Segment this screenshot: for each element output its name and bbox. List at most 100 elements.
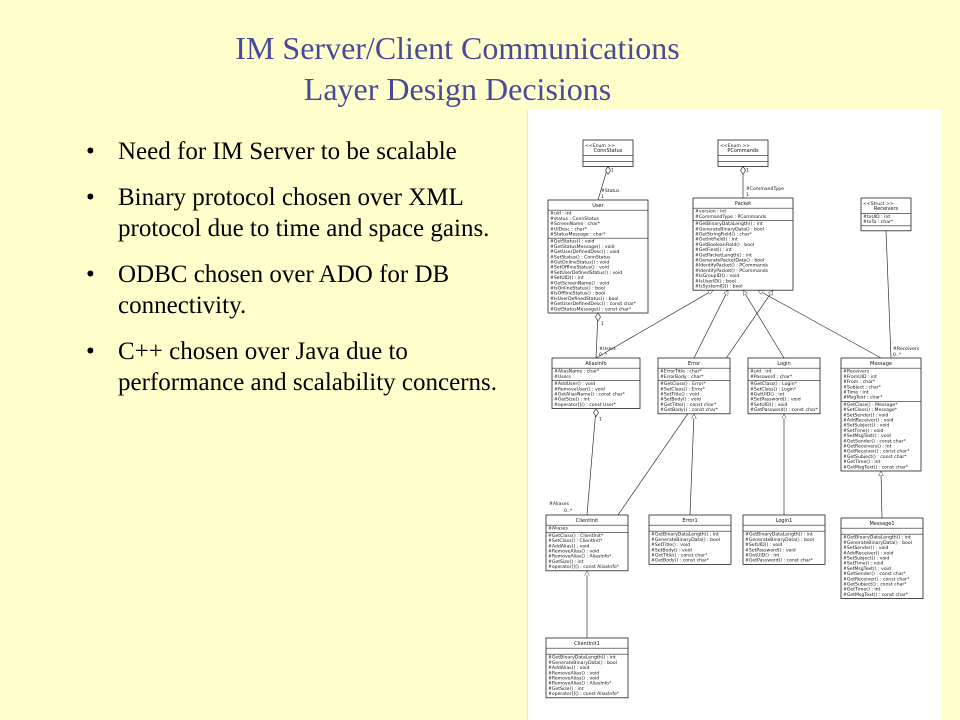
uml-member: #GetClass() : Login* (750, 381, 798, 387)
generalization-login-packet (742, 290, 785, 359)
role-label-receivers: #Receivers (893, 346, 920, 352)
uml-member: #toTo : char* (863, 219, 894, 225)
uml-member: #GetBody() : const char* (660, 407, 719, 413)
uml-member: #GetField() : int (695, 247, 732, 253)
uml-member: #GetScreenName() : void (550, 280, 609, 286)
uml-member: #GetPassword() : const char* (750, 407, 819, 413)
uml-member: #AddUser() : void (554, 381, 595, 387)
uml-member: #operator[]() : const AliasInfo* (548, 691, 620, 697)
uml-member: #SetClass() : Message* (843, 407, 898, 413)
uml-member: #GetSize() : int (548, 559, 584, 565)
uml-member: #SetClass() : ClientInit* (548, 538, 603, 544)
multiplicity-label: 0..* (893, 352, 902, 358)
role-label-commandtype: #CommandType (746, 186, 784, 192)
bullet-item: C++ chosen over Java due to performance … (80, 336, 520, 398)
uml-member: #GetClass() : Error* (660, 381, 706, 387)
uml-member: #SetMsgText() : void (843, 566, 891, 572)
uml-class-message: Message#Receivers#FromUID : int#From : c… (840, 357, 922, 472)
uml-member: #GetMsgText() : const char* (843, 592, 909, 598)
role-label-users: #Users (599, 346, 616, 352)
uml-member: #AddReceiver() : void (843, 418, 893, 424)
generalization-message1-message (881, 471, 882, 519)
uml-member: #status : ConnStatus (550, 216, 600, 222)
uml-member: #GetClass() : ClientInit* (548, 533, 604, 539)
uml-classes: <<Enum >>ConnStatus<<Enum >>PCommands<<S… (545, 139, 924, 699)
uml-class-box (717, 139, 769, 167)
multiplicity-label: 1 (599, 417, 602, 423)
uml-class-clientinit: ClientInit#Aliases#GetClass() : ClientIn… (545, 514, 629, 572)
uml-member: #IsUserID() : bool (695, 278, 736, 284)
uml-member: #GenerateBinaryData() : bool (695, 226, 764, 232)
uml-class-box (545, 514, 629, 572)
bullet-item: Need for IM Server to be scalable (80, 136, 520, 167)
uml-member: #IdentifyPacket() : PCommands (695, 263, 769, 269)
slide-title: IM Server/Client Communications Layer De… (0, 28, 915, 110)
uml-class-aliasinfo: AliasInfo#AliasName : char*#Users#AddUse… (551, 357, 641, 409)
uml-member: #IsOfflineStatus() : bool (550, 291, 605, 297)
uml-member: #Receivers (843, 369, 870, 375)
uml-member: #IsGroupID() : void (695, 273, 739, 279)
uml-member: #GetUID() : int (745, 553, 780, 559)
uml-member: #GetSize() : int (548, 686, 584, 692)
multiplicity-label: 1 (601, 321, 604, 327)
uml-member: #RemoveAlias() : AliasInfo* (548, 681, 612, 687)
uml-member: #MsgText : char* (843, 395, 883, 401)
uml-member: #SetUID() : int (550, 275, 584, 281)
uml-member: #GetSubject() : const char* (843, 582, 907, 588)
uml-member: <<Enum >> (720, 143, 750, 149)
uml-member: #uid : int (750, 369, 772, 375)
uml-member: #GetTitle() : const char* (651, 553, 708, 559)
aliases-association (586, 408, 597, 516)
uml-class-box (692, 197, 794, 291)
uml-member: #Subject : char* (843, 384, 882, 390)
uml-member: #GetReceivers() : int (843, 444, 892, 450)
uml-class-name: User (592, 203, 604, 209)
uml-member: #GetStatusMessage() : const char* (550, 306, 632, 312)
uml-member: #FromUID : int (843, 374, 877, 380)
uml-member: #RemoveAlias() : void (548, 670, 599, 676)
uml-member: #UIDesc : char* (550, 226, 587, 232)
uml-member: <<Struct >> (863, 201, 894, 207)
uml-member: #GetIntField() : int (695, 237, 738, 243)
uml-class-box (657, 357, 731, 415)
uml-class-message1: Message1#GetBinaryDataLength() : int#Gen… (840, 517, 924, 599)
uml-member: #IsOnlineStatus() : bool (550, 286, 605, 292)
uml-member: #RemoveAlias() : void (548, 676, 599, 682)
uml-class-error1: Error1#GetBinaryDataLength() : int#Gener… (648, 514, 732, 565)
composition-diamond (740, 165, 746, 176)
uml-member: #SetUserDefinedStatus() : void (550, 270, 622, 276)
multiplicity-label: 1 (601, 194, 604, 200)
generalization-aliasinfo-packet (595, 289, 713, 359)
uml-member: #GetMsgText() : const char* (843, 464, 909, 470)
uml-class-packet: Packet#version : int#CommandType : PComm… (692, 197, 794, 291)
uml-member: #GetPacketLength() : int (695, 252, 752, 258)
uml-member: #SetTitle() : void (651, 542, 690, 548)
uml-class-box (840, 517, 924, 599)
uml-class-name: AliasInfo (585, 361, 606, 367)
uml-member: #Time : int (843, 390, 869, 396)
uml-member: #SetSubject() : void (843, 556, 889, 562)
multiplicity-label: 0..* (564, 508, 573, 514)
uml-member: #GetUID() : int (750, 392, 785, 398)
uml-member: #SetSender() : void (843, 412, 889, 418)
uml-member: #GetTime() : int (843, 587, 881, 593)
bullet-item: ODBC chosen over ADO for DB connectivity… (80, 259, 520, 321)
uml-member: #Password : char* (750, 374, 793, 380)
uml-member: #Users (554, 374, 571, 380)
uml-member: #SetTime() : void (843, 428, 883, 434)
uml-member: #SetClass() : Login* (750, 386, 797, 392)
uml-member: #uid : int (550, 211, 572, 217)
uml-class-login1: Login1#GetBinaryDataLength() : int#Gener… (742, 514, 826, 565)
uml-member: #RemoveAlias() : void (548, 549, 599, 555)
uml-member: #ErrorTitle : char* (660, 369, 702, 375)
uml-member: #GetBinaryDataLength() : int (651, 532, 719, 538)
uml-member: #GetSize() : int (554, 397, 590, 403)
role-label-aliases: #Aliases (549, 501, 570, 507)
uml-class-name: Packet (735, 201, 751, 207)
uml-member: #SetBody() : void (660, 397, 701, 403)
bullet-item: Binary protocol chosen over XML protocol… (80, 182, 520, 244)
multiplicity-label: 0..* (599, 352, 608, 358)
uml-member: #SetUID() : void (750, 402, 788, 408)
uml-class-name: Error (688, 361, 701, 367)
uml-member: #operator[]() : const AliasInfo* (548, 564, 620, 570)
